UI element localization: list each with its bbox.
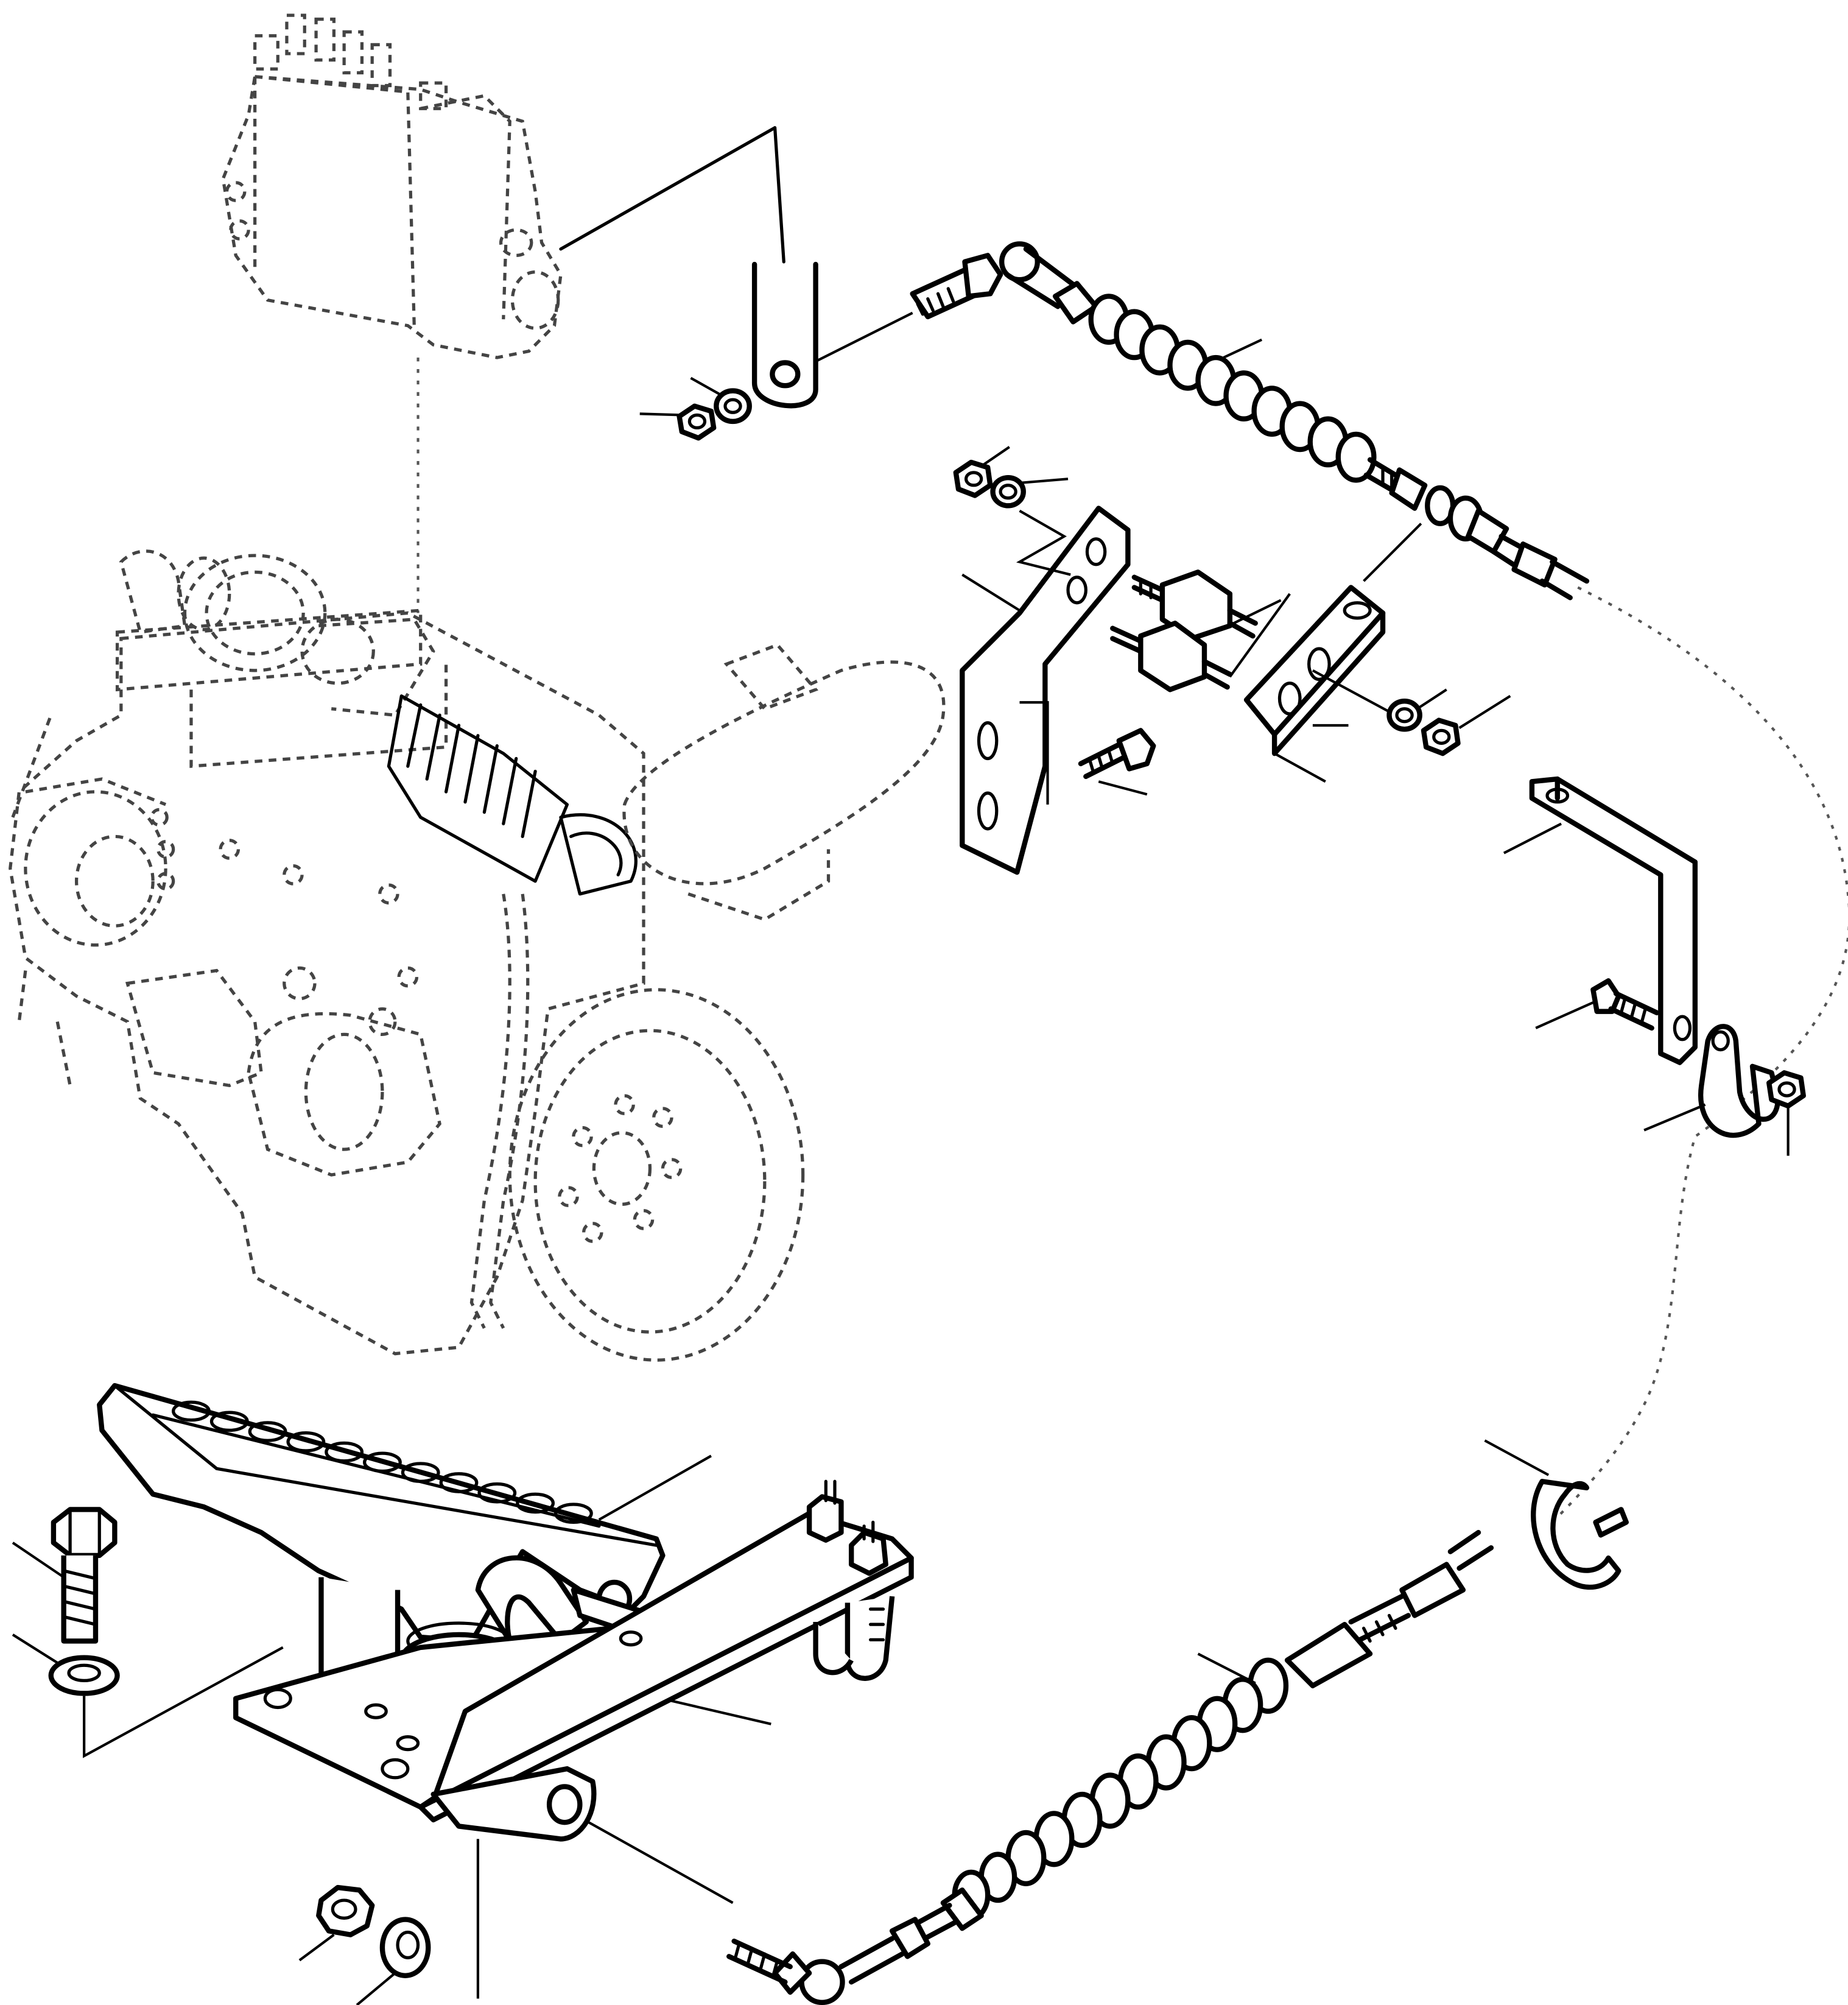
flange-bolt <box>1078 728 1156 796</box>
p-clip <box>1643 1024 1781 1138</box>
throttle-lever <box>751 261 818 409</box>
engine-block <box>9 549 946 1356</box>
pedal-base-plate <box>233 1510 914 1905</box>
hex-bolt <box>12 1507 118 1644</box>
rubber-mounts <box>1110 569 1291 692</box>
ball-joint-rod-end-lower <box>726 1936 905 2005</box>
hex-nut-bracket <box>953 446 1010 498</box>
cable-mount-bracket <box>960 506 1131 875</box>
cable-route-right-upper <box>1541 586 1848 1534</box>
washer-bracket <box>990 475 1071 576</box>
washer-clamp <box>1386 688 1447 732</box>
throttle-cable-lower <box>889 1529 1494 1959</box>
u-bolt <box>806 1479 895 1681</box>
flywheel <box>508 988 805 1362</box>
ball-joint-rod-end-upper <box>815 241 1080 363</box>
hex-nut-lever <box>639 403 717 441</box>
leader-pump-lever <box>559 126 785 264</box>
injection-pump <box>221 13 563 359</box>
throttle-cable <box>1052 281 1590 601</box>
cable-retaining-clip <box>1484 1439 1629 1590</box>
hex-nut-clamp <box>1421 694 1511 756</box>
bolt-support <box>1535 978 1660 1031</box>
hex-nut <box>298 1884 375 1962</box>
hex-nut-pclip <box>1766 1070 1806 1156</box>
flat-washer <box>12 1633 284 1758</box>
cable-clamp-plate <box>1243 585 1396 783</box>
cable-support-bracket <box>1503 776 1698 1065</box>
washer-lever <box>690 376 752 425</box>
flat-washer-lower <box>356 1839 480 2005</box>
